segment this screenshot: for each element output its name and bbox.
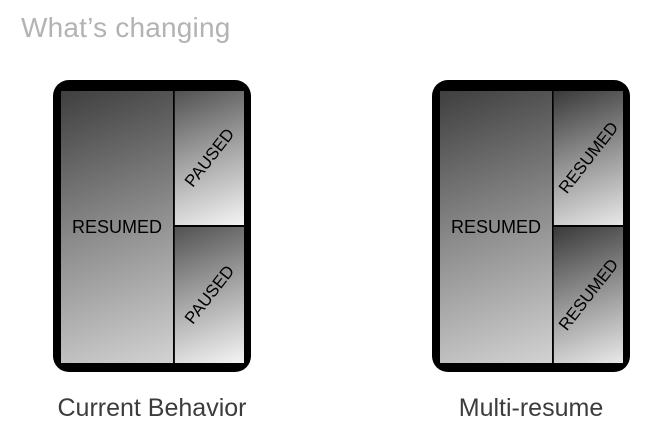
bottom-window-state-label: PAUSED: [180, 261, 238, 328]
top-window-state-label: RESUMED: [554, 118, 622, 198]
bottom-window-state-label: RESUMED: [554, 255, 622, 335]
bottom-window-pane: RESUMED: [553, 227, 623, 363]
top-window-pane: RESUMED: [553, 91, 623, 225]
top-window-pane: PAUSED: [174, 91, 244, 225]
device-multi-resume: RESUMED RESUMED RESUMED: [432, 80, 630, 372]
top-window-state-label: PAUSED: [180, 124, 238, 191]
page-title: What’s changing: [21, 12, 231, 43]
caption-multi-resume: Multi-resume: [458, 394, 604, 422]
main-window-pane: RESUMED: [61, 91, 173, 363]
bottom-window-pane: PAUSED: [174, 227, 244, 363]
main-window-pane: RESUMED: [440, 91, 552, 363]
device-current-behavior: RESUMED PAUSED PAUSED: [53, 80, 251, 372]
main-window-state-label: RESUMED: [71, 217, 162, 237]
caption-current-behavior: Current Behavior: [57, 394, 247, 422]
main-window-state-label: RESUMED: [450, 217, 541, 237]
